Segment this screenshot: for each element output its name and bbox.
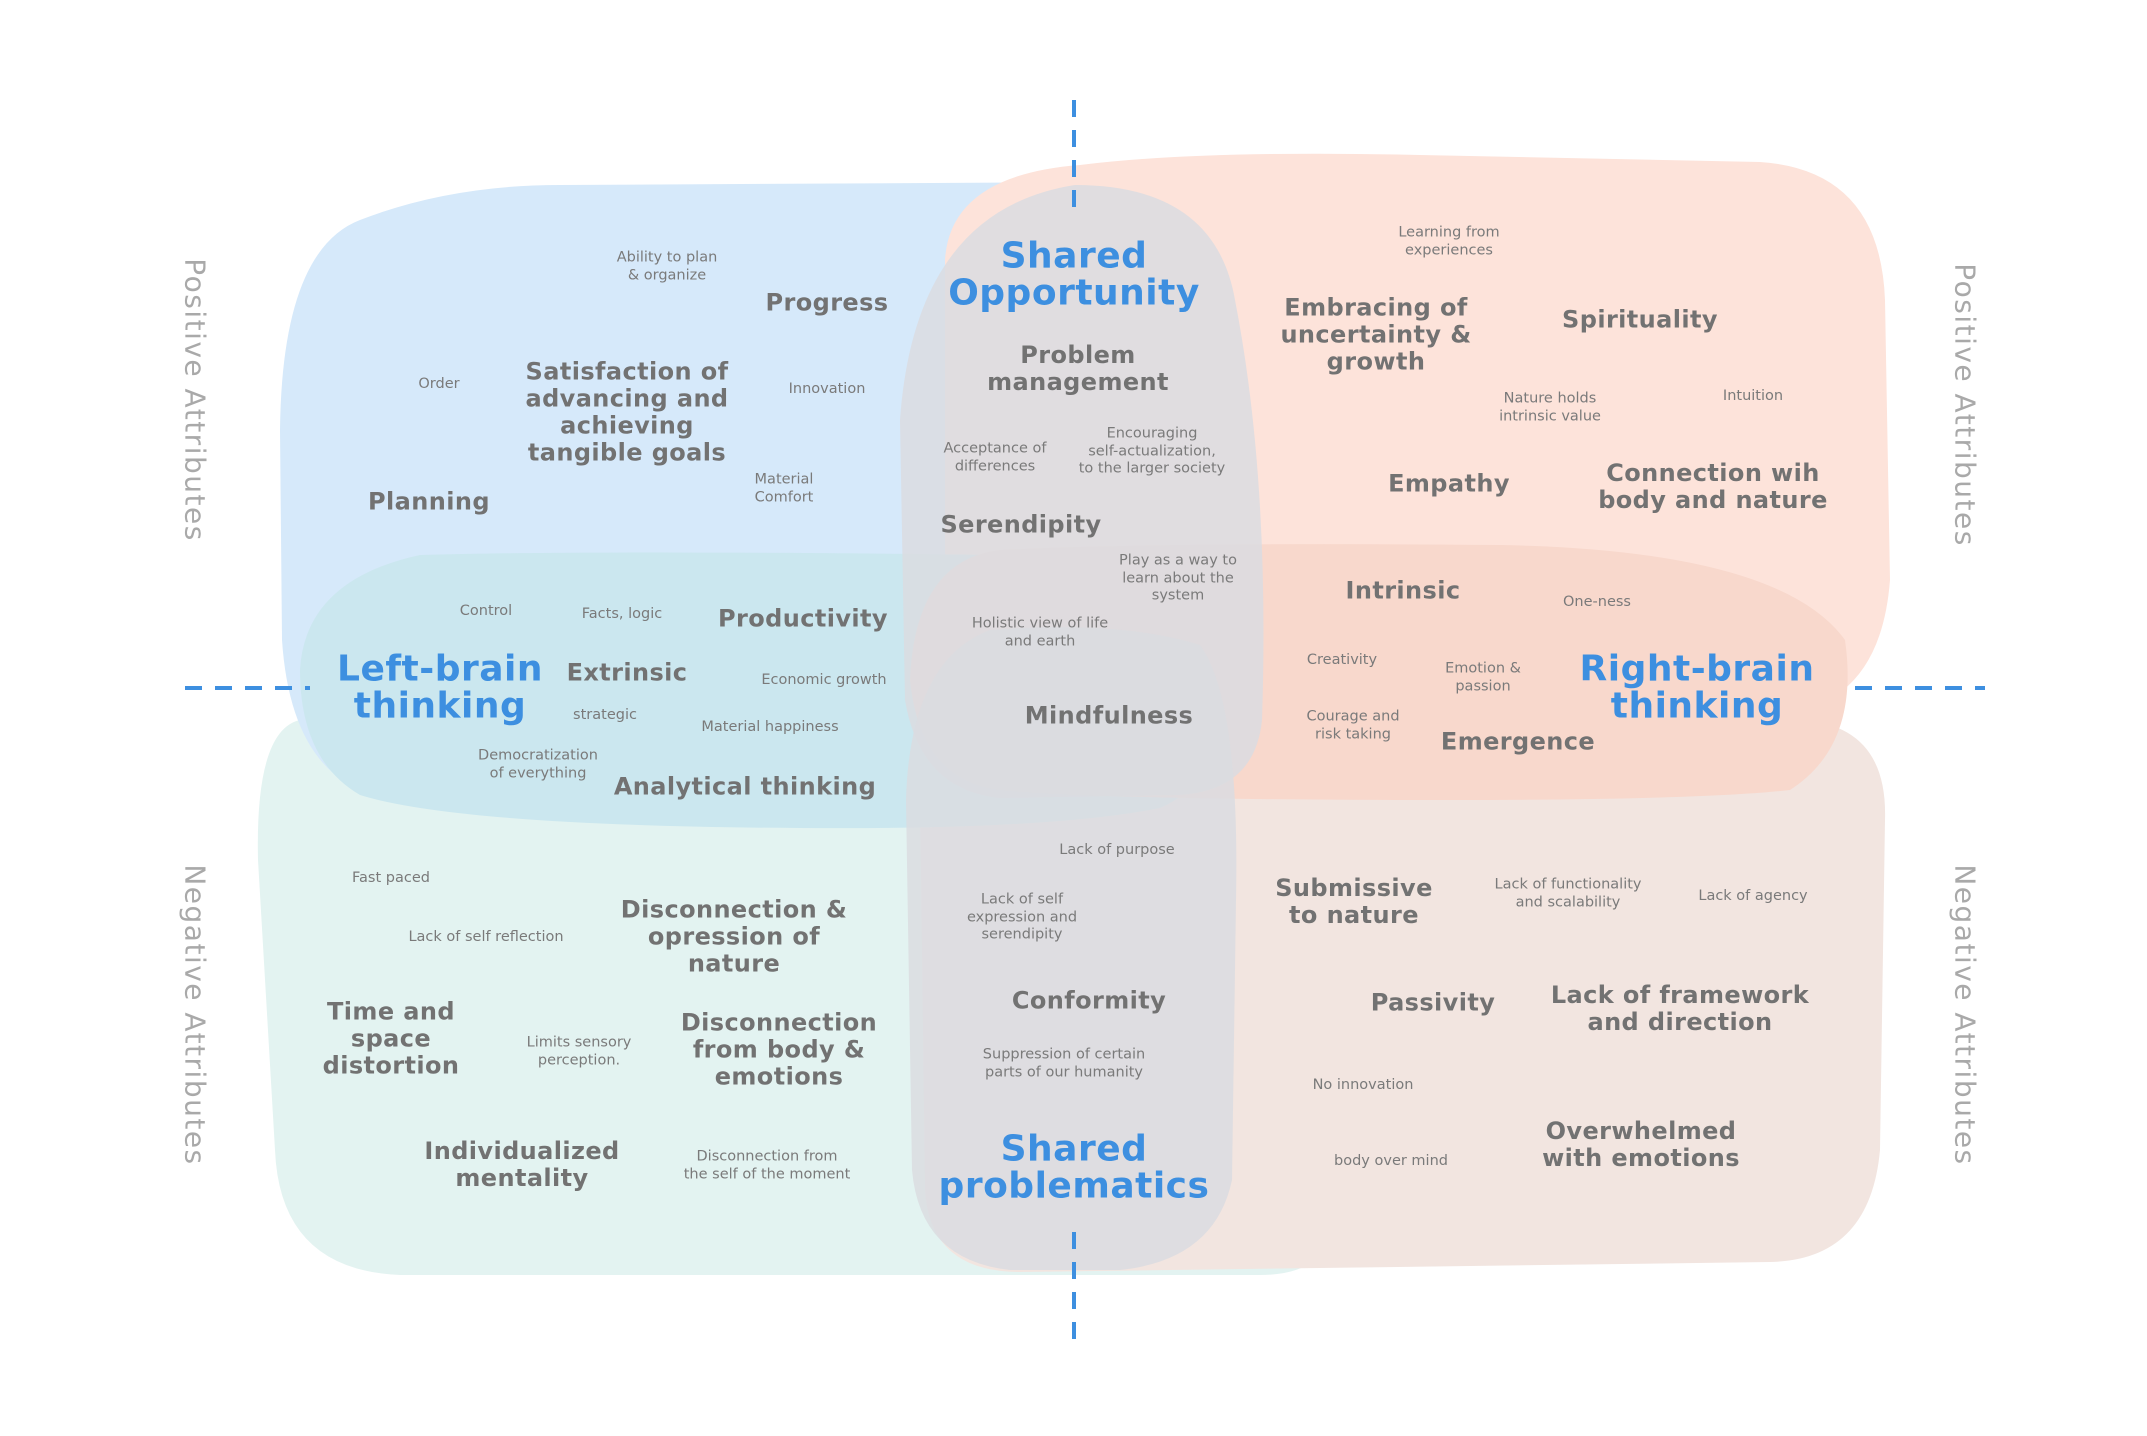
item-embracing-uncertainty: Embracing of uncertainty & growth	[1280, 293, 1472, 376]
item-body-over-mind: body over mind	[1334, 1153, 1448, 1170]
item-nature-intrinsic-value: Nature holds intrinsic value	[1499, 390, 1601, 424]
item-lack-of-purpose: Lack of purpose	[1059, 842, 1175, 859]
item-conformity: Conformity	[1011, 986, 1167, 1015]
item-productivity: Productivity	[718, 604, 888, 633]
item-one-ness: One-ness	[1563, 594, 1631, 611]
item-courage-risk: Courage and risk taking	[1306, 708, 1400, 742]
item-empathy: Empathy	[1388, 469, 1510, 498]
item-limits-sensory: Limits sensory perception.	[526, 1034, 632, 1068]
item-no-innovation: No innovation	[1312, 1077, 1414, 1094]
title-right-brain-thinking: Right-brain thinking	[1579, 648, 1815, 726]
item-analytical-thinking: Analytical thinking	[613, 772, 877, 801]
item-control: Control	[459, 603, 513, 620]
item-extrinsic: Extrinsic	[566, 658, 688, 687]
item-disconnection-body: Disconnection from body & emotions	[680, 1008, 878, 1091]
item-mindfulness: Mindfulness	[1024, 701, 1194, 730]
item-fast-paced: Fast paced	[352, 870, 430, 887]
item-acceptance-of-differences: Acceptance of differences	[943, 440, 1047, 474]
item-lack-of-agency: Lack of agency	[1698, 888, 1808, 905]
title-shared-opportunity: Shared Opportunity	[948, 235, 1200, 313]
item-learning-from-experiences: Learning from experiences	[1398, 224, 1500, 258]
item-creativity: Creativity	[1306, 652, 1378, 669]
item-emotion-passion: Emotion & passion	[1445, 660, 1521, 694]
item-time-space-distortion: Time and space distortion	[322, 997, 460, 1080]
side-label-left-negative: Negative Attributes	[178, 864, 212, 1166]
shared-problematics-region	[906, 627, 1237, 1270]
item-lack-framework: Lack of framework and direction	[1550, 981, 1810, 1036]
item-satisfaction: Satisfaction of advancing and achieving …	[525, 357, 729, 466]
side-label-right-negative: Negative Attributes	[1948, 864, 1982, 1166]
item-lack-functionality: Lack of functionality and scalability	[1494, 876, 1642, 910]
item-material-happiness: Material happiness	[701, 719, 839, 736]
item-ability-to-plan: Ability to plan & organize	[616, 249, 718, 283]
item-holistic-view: Holistic view of life and earth	[971, 615, 1109, 649]
item-submissive-to-nature: Submissive to nature	[1275, 874, 1433, 929]
axis-dashes	[185, 100, 1985, 1345]
item-lack-self-expression: Lack of self expression and serendipity	[966, 891, 1078, 943]
item-intrinsic: Intrinsic	[1345, 576, 1461, 605]
item-serendipity: Serendipity	[940, 510, 1102, 539]
item-planning: Planning	[368, 487, 490, 516]
item-passivity: Passivity	[1370, 988, 1496, 1017]
item-democratization: Democratization of everything	[478, 747, 598, 781]
item-connection-body-nature: Connection wih body and nature	[1598, 459, 1828, 514]
title-shared-problematics: Shared problematics	[938, 1128, 1210, 1206]
item-self-actualization: Encouraging self-actualization, to the l…	[1078, 425, 1226, 477]
title-left-brain-thinking: Left-brain thinking	[337, 648, 543, 726]
side-label-right-positive: Positive Attributes	[1948, 263, 1982, 547]
item-suppression: Suppression of certain parts of our huma…	[982, 1046, 1146, 1080]
item-economic-growth: Economic growth	[761, 672, 887, 689]
item-innovation: Innovation	[788, 381, 866, 398]
item-progress: Progress	[765, 288, 889, 317]
item-overwhelmed-emotions: Overwhelmed with emotions	[1542, 1117, 1740, 1172]
side-label-left-positive: Positive Attributes	[178, 258, 212, 542]
item-strategic: strategic	[573, 707, 637, 724]
item-emergence: Emergence	[1440, 727, 1596, 756]
item-individualized-mentality: Individualized mentality	[424, 1137, 620, 1192]
item-play: Play as a way to learn about the system	[1119, 552, 1237, 604]
item-material-comfort: Material Comfort	[754, 471, 814, 505]
item-disconnection-self: Disconnection from the self of the momen…	[683, 1148, 851, 1182]
item-intuition: Intuition	[1722, 388, 1784, 405]
item-order: Order	[418, 376, 460, 393]
item-facts-logic: Facts, logic	[581, 606, 663, 623]
item-lack-self-reflection: Lack of self reflection	[408, 929, 564, 946]
item-problem-management: Problem management	[987, 341, 1169, 396]
item-disconnection-nature: Disconnection & opression of nature	[620, 895, 848, 978]
item-spirituality: Spirituality	[1562, 305, 1718, 334]
